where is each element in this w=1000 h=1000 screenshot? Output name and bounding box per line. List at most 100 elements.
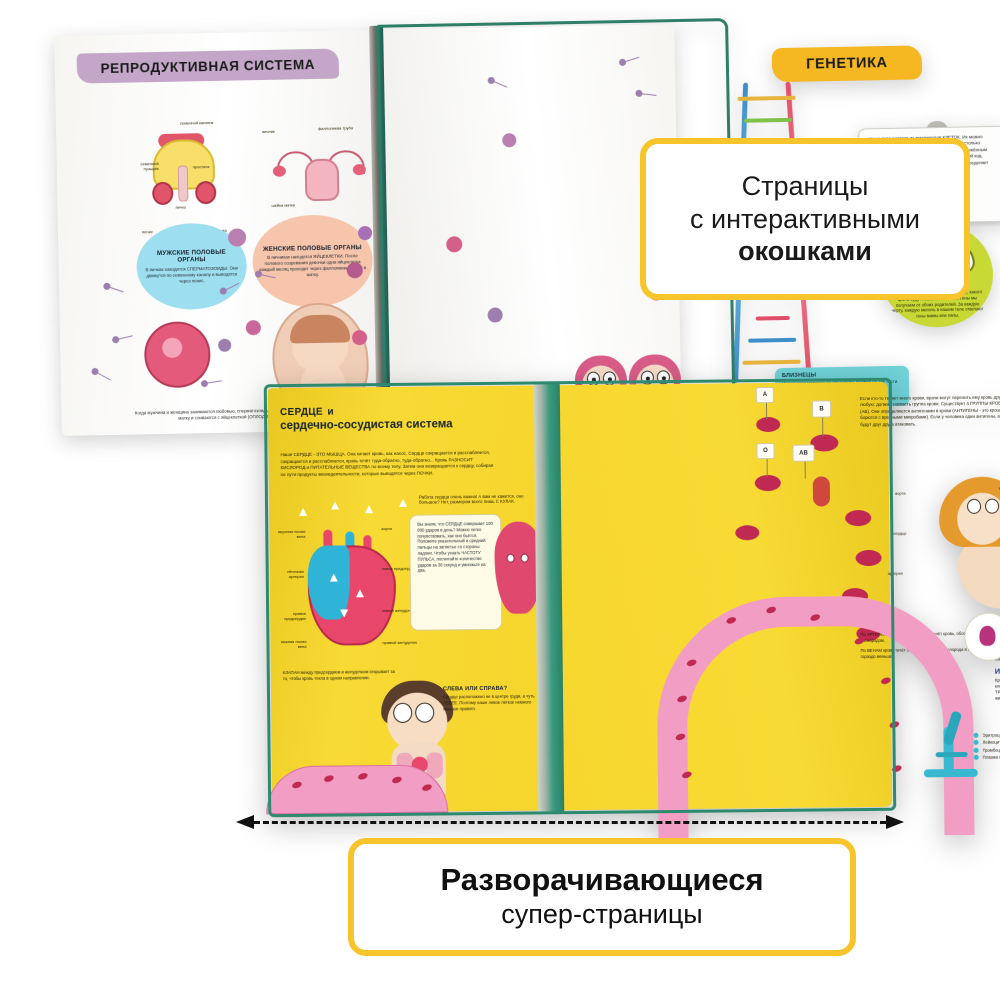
label-aorta-body: аорта — [894, 490, 906, 496]
heart-title-and: и — [327, 406, 334, 418]
blood-cell-character — [810, 434, 839, 452]
callout-bottom-line1: Разворачивающиеся — [440, 861, 764, 897]
cell-dot — [218, 338, 232, 352]
blood-components-legend: Эритроциты Лейкоциты Тромбоциты Плазма к… — [973, 732, 1000, 763]
sperm-icon — [90, 366, 111, 383]
page-genetics: ГЕНЕТИКА ЦЕПОЧКА ДНК похожа на закру — [376, 24, 1000, 430]
legend-dot — [973, 755, 979, 761]
page-reproductive-system: РЕПРОДУКТИВНАЯ СИСТЕМА семенной канатик … — [54, 29, 384, 436]
blood-groups-intro: Если кто-то теряет много крови, врачи мо… — [859, 394, 1000, 427]
left-or-right-title: СЛЕВА ИЛИ СПРАВА? — [442, 685, 508, 693]
callout-right-line3: окошками — [738, 236, 872, 267]
heart-intro-text: Наше СЕРДЦЕ - ЭТО МЫШЦА. Она качает кров… — [280, 449, 494, 477]
book-spread-heart-blood: СЕРДЦЕ и сердечно-сосудистая система Наш… — [263, 377, 1000, 839]
legend-label: Эритроциты — [982, 732, 1000, 738]
female-organs-callout: ЖЕНСКИЕ ПОЛОВЫЕ ОРГАНЫ В яичниках находя… — [251, 213, 374, 309]
female-anatomy-illustration — [270, 134, 367, 212]
legend-label: Плазма крови — [982, 754, 1000, 760]
sperm-icon — [618, 54, 640, 67]
book-spread-reproductive-genetics: РЕПРОДУКТИВНАЯ СИСТЕМА семенной канатик … — [54, 18, 1000, 436]
blood-cell-character — [735, 525, 760, 541]
page-blood: Если кто-то теряет много крови, врачи мо… — [557, 381, 1000, 839]
page-heart: СЕРДЦЕ и сердечно-сосудистая система Наш… — [265, 385, 545, 815]
male-organs-text: В яичках находятся СПЕРМАТОЗОИДЫ. Они дв… — [145, 265, 238, 284]
cell-dot — [502, 133, 517, 148]
label-yaichnik: яичник — [262, 128, 275, 135]
cell-dot — [227, 228, 247, 247]
page-title-heart: СЕРДЦЕ и сердечно-сосудистая система — [280, 400, 470, 434]
width-measure-arrow — [236, 815, 904, 829]
cell-dot — [446, 236, 463, 253]
sperm-icon — [200, 378, 222, 388]
cell-dot — [357, 225, 373, 241]
arrow-right-icon — [886, 815, 904, 829]
valve-note: КЛАПАН между предсердием и желудочком от… — [282, 668, 395, 681]
legend-item: Эритроциты — [973, 732, 1000, 738]
blood-vessel-illustration — [265, 764, 449, 815]
sperm-icon — [102, 281, 124, 295]
microscope-illustration — [921, 710, 980, 778]
label-fallopian-tube: фаллопиева труба — [317, 125, 354, 131]
sperm-icon — [486, 75, 508, 90]
callout-interactive-windows: Страницы с интерактивными окошками — [640, 138, 970, 300]
label-semennoy-kanatik: семенной канатик — [179, 119, 214, 126]
label-semennoy-puzyrek: семенной пузырёк — [140, 161, 159, 172]
pulse-info-text: Вы знали, что СЕРДЦЕ совершает 100 000 у… — [417, 520, 493, 574]
what-is-blood-text: Красные кровяные тельца - ЭРИТРОЦИТЫ, не… — [994, 676, 1000, 701]
blood-group-sign-b: B — [811, 400, 832, 418]
left-or-right-callout: СЛЕВА ИЛИ СПРАВА? Сердце расположено не … — [443, 685, 537, 711]
legend-item: Лейкоциты — [973, 739, 1000, 746]
book-spine — [533, 382, 565, 814]
blood-group-sign-o: O — [756, 442, 775, 460]
label-pravoe-predserdie: правое предсердие — [284, 610, 307, 621]
legend-item: Плазма крови — [973, 754, 1000, 761]
blood-cell-character — [855, 549, 882, 567]
dashed-line — [254, 821, 886, 824]
cell-dot — [487, 307, 503, 323]
label-verhnyaya-polaya-vena: верхняя полая вена — [278, 528, 306, 539]
label-yaichko: яичко — [175, 204, 187, 210]
blood-cell-character — [756, 416, 781, 433]
blood-cell-character — [754, 474, 781, 492]
male-organs-title: МУЖСКИЕ ПОЛОВЫЕ ОРГАНЫ — [156, 248, 226, 265]
label-prostata: простата — [192, 164, 210, 170]
label-sheika-matki: шейка матки — [271, 202, 296, 208]
blood-group-sign-ab: AB — [792, 444, 815, 462]
legend-dot — [973, 740, 979, 746]
egg-cell-illustration — [143, 321, 211, 389]
cell-dot — [245, 320, 261, 336]
what-is-blood-callout: ИЗ ЧЕГО СОСТОИТ КРОВЬ? Красные кровяные … — [995, 665, 1000, 702]
heart-diagram — [293, 529, 410, 658]
twins-title: БЛИЗНЕЦЫ — [781, 372, 817, 380]
label-nizhnyaya-polaya-vena: нижняя полая вена — [280, 638, 307, 649]
left-or-right-text: Сердце расположено не в центре груди, а … — [443, 693, 535, 712]
legend-label: Тромбоциты — [982, 747, 1000, 753]
blood-cell-character — [845, 509, 872, 527]
legend-dot — [973, 747, 979, 753]
heart-subtitle: сердечно-сосудистая система — [280, 418, 453, 433]
pulse-info-bubble: Вы знали, что СЕРДЦЕ совершает 100 000 у… — [409, 513, 503, 631]
callout-right-line2: с интерактивными — [690, 203, 920, 234]
sperm-icon — [635, 89, 657, 98]
callout-bottom-line2: супер-страницы — [501, 899, 703, 930]
label-legochnaya-arteriya: лёгочная артерия — [286, 568, 304, 579]
female-organs-title: ЖЕНСКИЕ ПОЛОВЫЕ ОРГАНЫ — [262, 243, 362, 253]
label-penis: пенис — [141, 229, 153, 235]
legend-dot — [973, 732, 979, 738]
callout-foldout-pages: Разворачивающиеся супер-страницы — [348, 838, 856, 956]
label-aorta: аорта — [381, 525, 392, 532]
callout-right-line1: Страницы — [741, 170, 869, 201]
label-arteriya-body: артерия — [887, 570, 903, 576]
label-serdce-body: сердце — [893, 530, 907, 536]
page-title-genetics: ГЕНЕТИКА — [771, 45, 923, 83]
blood-cell-character — [812, 476, 831, 507]
heart-title-word: СЕРДЦЕ — [279, 406, 323, 419]
page-title-reproductive: РЕПРОДУКТИВНАЯ СИСТЕМА — [76, 48, 340, 84]
arrow-left-icon — [236, 815, 254, 829]
sperm-icon — [111, 333, 133, 344]
legend-label: Лейкоциты — [982, 739, 1000, 746]
legend-item: Тромбоциты — [973, 747, 1000, 753]
heart-work-note: Работа сердца очень важна! А вам не каже… — [418, 493, 524, 505]
what-is-blood-title: ИЗ ЧЕГО СОСТОИТ КРОВЬ? — [994, 666, 1000, 676]
